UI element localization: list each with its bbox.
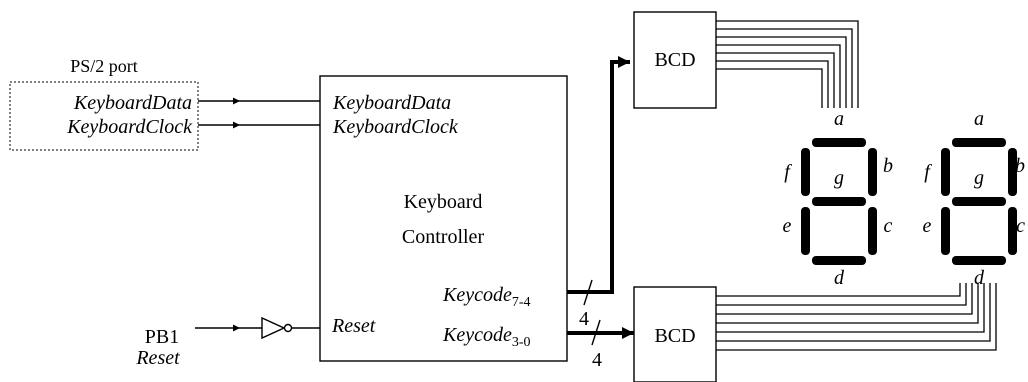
left-label-f: f [784,161,792,183]
right-segment-g [952,197,1006,206]
bus-high-width-label: 4 [579,308,589,330]
inverter-gate-icon [261,316,286,340]
bcd-decoder-bottom [633,286,717,382]
right-label-c: c [1016,215,1025,237]
ps2-keyboard-data-label: KeyboardData [73,92,192,114]
right-label-a: a [974,108,984,130]
left-label-b: b [883,155,893,177]
right-label-e: e [923,215,932,237]
seven-segment-display-right [941,138,1017,265]
left-label-c: c [884,215,893,237]
inverter-bubble-icon [283,323,293,333]
left-segment-c [868,207,877,255]
left-segment-b [868,148,877,196]
bus-low-width-slash [591,319,601,346]
right-label-d: d [974,267,985,289]
right-segment-a [952,138,1006,147]
left-label-e: e [783,215,792,237]
right-segment-e [941,207,950,255]
left-segment-a [812,138,866,147]
left-segment-d [812,256,866,265]
controller-reset-input-label: Reset [331,315,376,337]
keycode-high-text: Keycode [442,284,512,306]
controller-name-line1: Keyboard [404,191,483,213]
left-segment-g [812,197,866,206]
bus-low-width-label: 4 [592,349,602,371]
bcd-decoder-top [633,11,717,109]
pb1-button-label: PB1 [145,326,179,348]
controller-input-data-label: KeyboardData [332,92,451,114]
keycode-high-output-label: Keycode7-4 [442,284,531,310]
controller-input-clock-label: KeyboardClock [332,116,459,138]
ps2-port-box [9,81,199,151]
right-label-b: b [1015,155,1025,177]
left-segment-e [801,207,810,255]
keycode-low-subscript: 3-0 [512,335,531,350]
seven-segment-display-left [801,138,877,265]
right-segment-f [941,148,950,196]
left-label-a: a [834,108,844,130]
ps2-port-title: PS/2 port [70,56,138,76]
keycode-high-bus [567,56,630,294]
keyboard-controller-box [319,75,568,362]
bus-high-width-slash [583,279,593,306]
bcd-decoder-top-label: BCD [654,49,695,71]
pb1-reset-signal-label: Reset [135,347,180,369]
bcd-bottom-output-wires [716,283,997,351]
right-label-g: g [974,167,984,189]
bcd-decoder-bottom-label: BCD [654,325,695,347]
bcd-top-output-wires [716,20,859,108]
controller-name-line2: Controller [402,226,485,248]
right-segment-b [1008,148,1017,196]
left-label-d: d [834,267,845,289]
keycode-high-subscript: 7-4 [512,295,531,310]
right-label-f: f [924,161,932,183]
keycode-low-text: Keycode [442,324,512,346]
ps2-keyboard-clock-label: KeyboardClock [66,116,193,138]
left-segment-f [801,148,810,196]
left-label-g: g [834,167,844,189]
right-segment-d [952,256,1006,265]
right-segment-c [1008,207,1017,255]
keycode-low-output-label: Keycode3-0 [442,324,531,350]
left-digit-labels: a f g b e c d [783,108,893,289]
